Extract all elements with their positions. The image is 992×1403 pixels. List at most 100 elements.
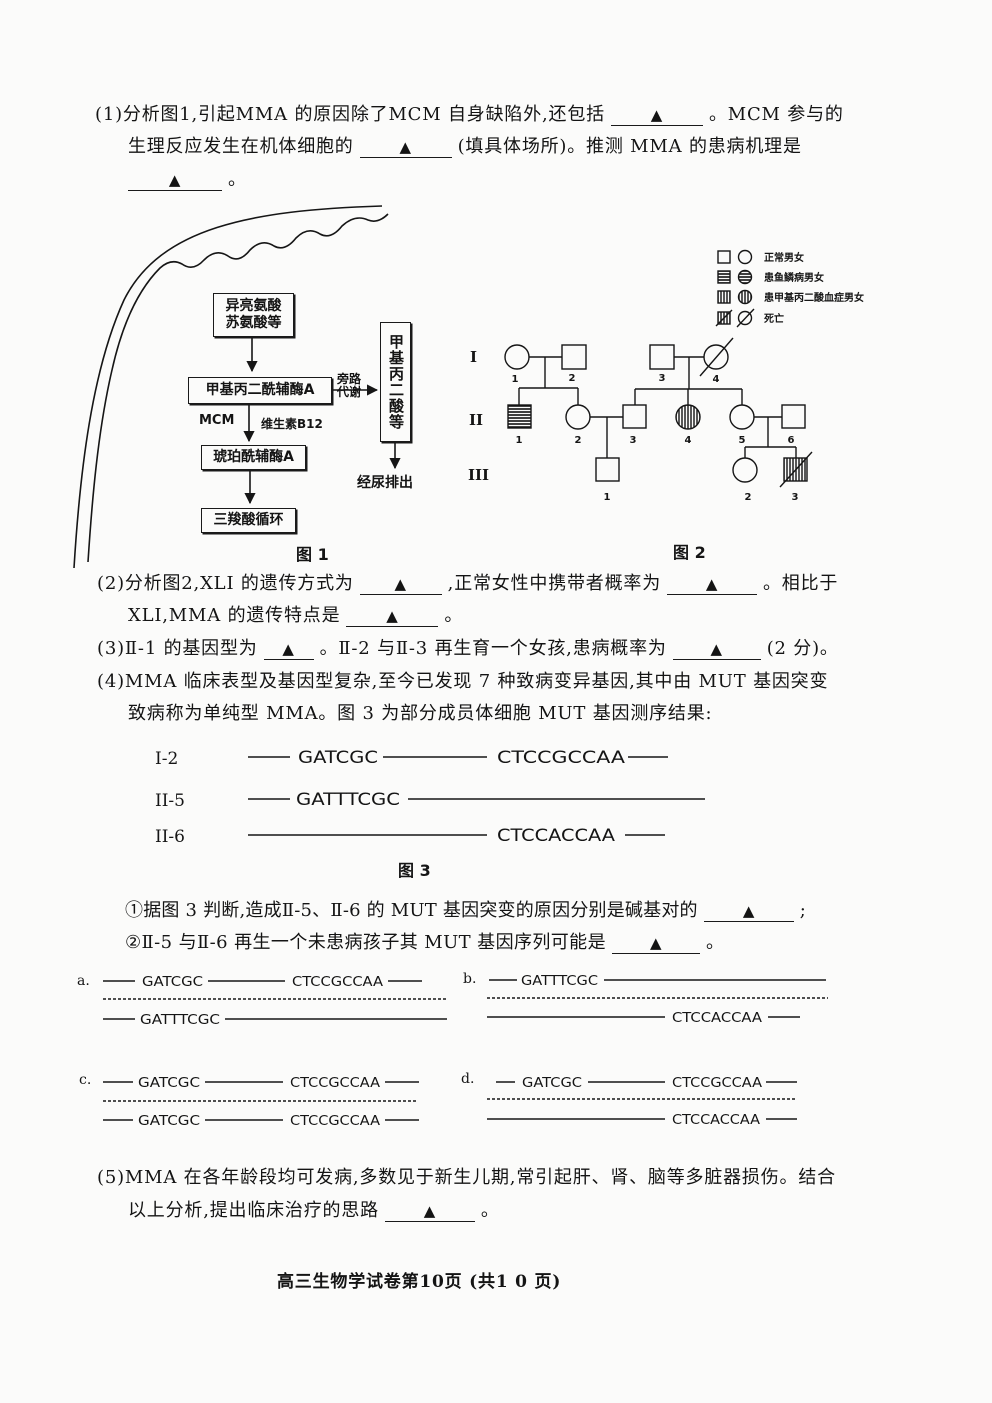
pedigree-II-5-female bbox=[729, 404, 755, 430]
q2-line2: XLI,MMA 的遗传特点是▲。 bbox=[128, 604, 463, 628]
option-b-sequence: CTCCACCAA bbox=[672, 1011, 762, 1026]
sequence-fragment: CTCCACCAA bbox=[497, 826, 615, 846]
individual-number: 1 bbox=[516, 435, 523, 446]
box-amino-acids: 异亮氨酸 苏氨酸等 bbox=[213, 293, 294, 337]
option-label-d: d. bbox=[461, 1071, 474, 1087]
pedigree-II-1-xli-male bbox=[507, 404, 532, 429]
answer-options: a. b. c. d. GATCGC CTCCGCCAA GATTTCGC GA… bbox=[77, 971, 828, 1129]
option-c-sequence: GATCGC bbox=[138, 1114, 200, 1129]
legend-xli-female bbox=[737, 269, 753, 285]
box-methylmalonyl-coa: 甲基丙二酰辅酶A bbox=[188, 377, 332, 404]
generation-label: III bbox=[468, 466, 489, 484]
legend-mma-female bbox=[737, 289, 753, 305]
q4-sub1-text: ①据图 3 判断,造成Ⅱ-5、Ⅱ-6 的 MUT 基因突变的原因分别是碱基对的 bbox=[125, 900, 698, 921]
q4-sub1: ①据图 3 判断,造成Ⅱ-5、Ⅱ-6 的 MUT 基因突变的原因分别是碱基对的▲… bbox=[125, 899, 806, 923]
generation-label: I bbox=[470, 348, 477, 366]
q1-line3: ▲。 bbox=[122, 168, 247, 192]
option-d-sequence: CTCCACCAA bbox=[672, 1113, 760, 1128]
q1-text: 。MCM 参与的 bbox=[708, 104, 844, 125]
individual-number: 5 bbox=[739, 435, 746, 446]
q4-line2: 致病称为单纯型 MMA。图 3 为部分成员体细胞 MUT 基因测序结果: bbox=[128, 703, 713, 724]
figure-2-pedigree: 正常男女 患鱼鳞病男女 患甲基丙二酸血症男女 死亡 I II III 1 2 3… bbox=[468, 249, 864, 562]
sequence-row-label: I-2 bbox=[155, 749, 178, 769]
individual-number: 2 bbox=[745, 492, 752, 503]
q2-text: 。相比于 bbox=[763, 573, 839, 594]
sequence-fragment: CTCCGCCAA bbox=[497, 748, 625, 768]
answer-blank: ▲ bbox=[359, 136, 452, 158]
pedigree-II-2-female bbox=[565, 404, 591, 430]
option-b-sequence: GATTTCGC bbox=[521, 974, 598, 989]
legend-deceased-female bbox=[737, 310, 753, 326]
q4-sub2-text: ②Ⅱ-5 与Ⅱ-6 再生一个未患病孩子其 MUT 基因序列可能是 bbox=[125, 932, 606, 953]
answer-blank: ▲ bbox=[611, 932, 700, 954]
q4-sub1-text: ; bbox=[799, 900, 806, 921]
pedigree-III-2-female bbox=[732, 457, 758, 483]
sequence-fragment: GATTTCGC bbox=[296, 790, 400, 810]
figure-2-caption: 图 2 bbox=[673, 543, 706, 562]
pedigree-II-4-mma-female bbox=[675, 404, 701, 430]
sequence-fragment: GATCGC bbox=[298, 748, 378, 768]
option-label-b: b. bbox=[463, 971, 476, 987]
page-footer: 高三生物学试卷第10页 (共1 0 页) bbox=[277, 1272, 562, 1292]
answer-blank: ▲ bbox=[128, 169, 222, 191]
individual-number: 4 bbox=[713, 374, 720, 385]
pedigree-I-3-male bbox=[649, 344, 675, 370]
individual-number: 3 bbox=[792, 492, 799, 503]
figure-3-sequencing: I-2 II-5 II-6 GATCGC CTCCGCCAA GATTTCGC … bbox=[155, 748, 705, 880]
legend-xli-male bbox=[717, 270, 731, 284]
bypass-label: 旁路 代谢 bbox=[337, 373, 361, 399]
option-label-a: a. bbox=[77, 973, 90, 989]
q4-sub2: ②Ⅱ-5 与Ⅱ-6 再生一个未患病孩子其 MUT 基因序列可能是▲。 bbox=[125, 931, 724, 955]
cell-membrane-inner bbox=[87, 213, 389, 563]
pedigree-II-3-male bbox=[622, 404, 647, 429]
q1-text: (1)分析图1,引起MMA 的原因除了MCM 自身缺陷外,还包括 bbox=[95, 104, 605, 125]
q1-line1: (1)分析图1,引起MMA 的原因除了MCM 自身缺陷外,还包括▲。MCM 参与… bbox=[95, 103, 844, 127]
box-methylmalonyl-coa-label: 甲基丙二酰辅酶A bbox=[205, 382, 315, 398]
option-a-sequence: GATTTCGC bbox=[140, 1013, 220, 1028]
q5-text: 以上分析,提出临床治疗的思路 bbox=[128, 1200, 379, 1221]
q2-text: 。 bbox=[444, 605, 464, 626]
legend-normal-male bbox=[717, 250, 731, 264]
option-c-sequence: GATCGC bbox=[138, 1076, 200, 1091]
legend-mma-label: 患甲基丙二酸血症男女 bbox=[764, 291, 864, 304]
q1-text: 。 bbox=[228, 169, 247, 190]
answer-blank: ▲ bbox=[672, 638, 761, 660]
answer-blank: ▲ bbox=[667, 573, 757, 595]
option-c-sequence: CTCCGCCAA bbox=[290, 1114, 380, 1129]
option-d-sequence: CTCCGCCAA bbox=[672, 1076, 762, 1091]
box-methylmalonic-acid: 甲基丙二酸等 bbox=[380, 322, 411, 442]
answer-blank: ▲ bbox=[263, 638, 314, 660]
q3-text: 。Ⅱ-2 与Ⅱ-3 再生育一个女孩,患病概率为 bbox=[319, 638, 667, 659]
legend-mma-male bbox=[717, 290, 731, 304]
bypass-label-line2: 代谢 bbox=[337, 385, 362, 399]
q1-text: (填具体场所)。推测 MMA 的患病机理是 bbox=[457, 136, 802, 157]
answer-blank: ▲ bbox=[384, 1200, 475, 1222]
q5-text: 。 bbox=[480, 1200, 500, 1221]
q2-line1: (2)分析图2,XLI 的遗传方式为▲,正常女性中携带者概率为▲。相比于 bbox=[97, 572, 838, 596]
pedigree-I-1-female bbox=[504, 344, 530, 370]
generation-label: II bbox=[469, 411, 483, 429]
sequence-row-label: II-5 bbox=[155, 791, 185, 811]
bypass-label-line1: 旁路 bbox=[337, 372, 362, 386]
option-c-sequence: CTCCGCCAA bbox=[290, 1076, 380, 1091]
option-label-c: c. bbox=[79, 1072, 91, 1088]
figure-1-graphics bbox=[73, 205, 401, 569]
box-amino-acids-line1: 异亮氨酸 bbox=[225, 298, 282, 314]
legend-deceased-label: 死亡 bbox=[764, 312, 784, 325]
option-a-sequence: GATCGC bbox=[142, 975, 203, 990]
individual-number: 2 bbox=[569, 373, 576, 384]
q3-line: (3)Ⅱ-1 的基因型为▲。Ⅱ-2 与Ⅱ-3 再生育一个女孩,患病概率为▲(2 … bbox=[97, 637, 839, 661]
q1-text: 生理反应发生在机体细胞的 bbox=[128, 136, 354, 157]
sequence-row-label: II-6 bbox=[155, 827, 185, 847]
answer-blank: ▲ bbox=[610, 104, 703, 126]
individual-number: 2 bbox=[575, 435, 582, 446]
answer-blank: ▲ bbox=[703, 900, 794, 922]
box-tca-cycle: 三羧酸循环 bbox=[201, 508, 296, 533]
q2-text: (2)分析图2,XLI 的遗传方式为 bbox=[97, 573, 354, 594]
q3-text: (3)Ⅱ-1 的基因型为 bbox=[97, 638, 258, 659]
option-d-sequence: GATCGC bbox=[522, 1076, 582, 1091]
box-amino-acids-line2: 苏氨酸等 bbox=[225, 315, 282, 331]
option-a-sequence: CTCCGCCAA bbox=[292, 975, 383, 990]
figure-3-caption: 图 3 bbox=[398, 861, 431, 880]
legend-normal-female bbox=[737, 249, 753, 265]
